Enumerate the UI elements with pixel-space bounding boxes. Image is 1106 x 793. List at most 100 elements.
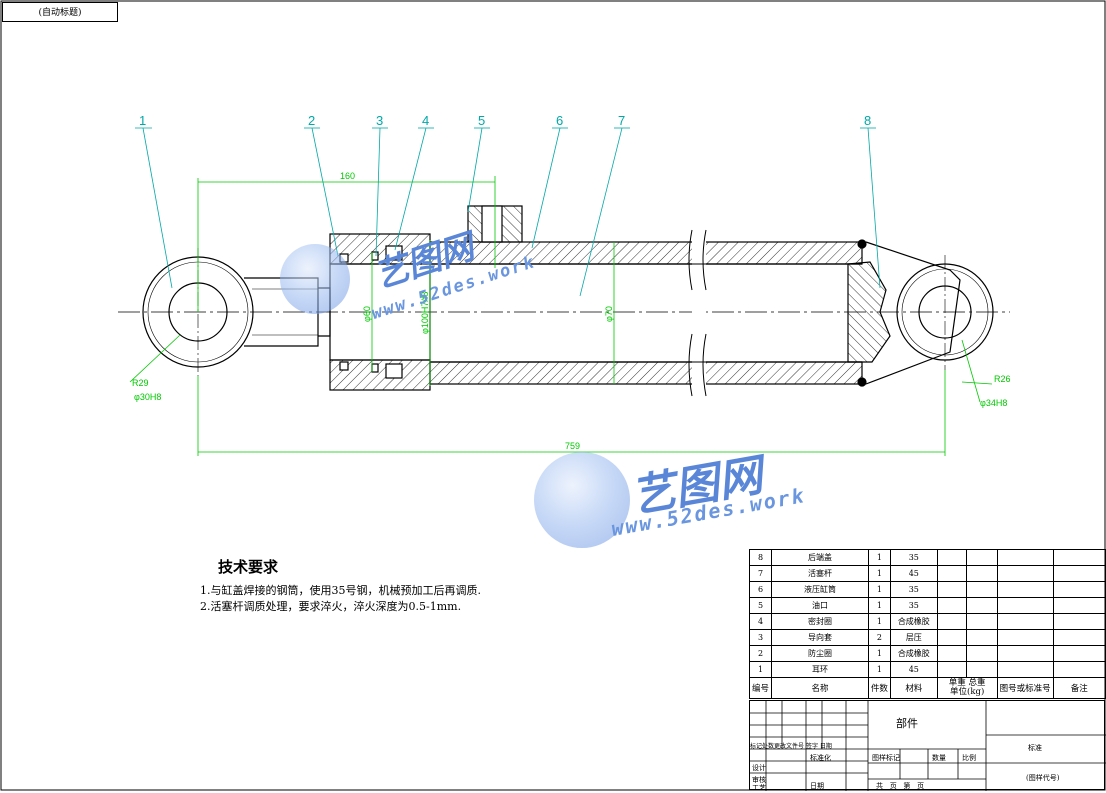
corner-label: (自动标题): [2, 2, 118, 22]
bom-cell-empty: [996, 549, 1054, 566]
bom-cell-empty: [1052, 549, 1106, 566]
bom-cell-name: 油口: [771, 597, 869, 614]
bom-cell-empty: [965, 581, 998, 598]
bom-cell-qty: 1: [867, 613, 891, 630]
bom-header-row: 编号 名称 件数 材料 单重 总重 单位(kg) 图号或标准号 备注: [748, 677, 1106, 699]
balloon-numbers: 1 2 3 4 5 6 7 8: [139, 113, 871, 128]
dimensions: [129, 176, 993, 456]
dim-bore-fit: φ100H7/f8: [420, 292, 430, 334]
balloon-6: 6: [556, 113, 563, 128]
bom-cell-empty: [965, 565, 998, 582]
bom-cell-qty: 1: [867, 597, 891, 614]
bom-h-name: 名称: [771, 677, 869, 699]
drawing-no: (图样代号): [1026, 774, 1060, 782]
bom-cell-empty: [936, 645, 967, 662]
balloon-7: 7: [618, 113, 625, 128]
bom-cell-empty: [936, 565, 967, 582]
title-block: 标记处数更改文件号 签字 日期 设计 审核 工艺 标准化 日期 部件 图样标记 …: [749, 700, 1106, 792]
balloon-4: 4: [422, 113, 429, 128]
dim-phi30: φ30H8: [134, 392, 161, 402]
bom-h-mat: 材料: [889, 677, 938, 699]
bom-cell-empty: [1052, 645, 1106, 662]
balloon-3: 3: [376, 113, 383, 128]
bom-cell-empty: [996, 613, 1054, 630]
dim-r29: R29: [132, 378, 149, 388]
bom-cell-empty: [996, 597, 1054, 614]
bom-cell-mat: 35: [889, 597, 938, 614]
bom-cell-empty: [936, 549, 967, 566]
bom-cell-empty: [1052, 661, 1106, 678]
bom-cell-empty: [936, 613, 967, 630]
bom-cell-empty: [936, 581, 967, 598]
bom-cell-no: 2: [748, 645, 773, 662]
bom-cell-empty: [996, 629, 1054, 646]
bom-cell-no: 5: [748, 597, 773, 614]
balloon-5: 5: [478, 113, 485, 128]
balloon-1: 1: [139, 113, 146, 128]
stage-label: 图样标记: [872, 754, 900, 762]
bom-cell-name: 后端盖: [771, 549, 869, 566]
tech-line-1: 1.与缸盖焊接的钢筒，使用35号钢，机械预加工后再调质.: [200, 584, 481, 597]
bom-cell-mat: 45: [889, 661, 938, 678]
bom-cell-empty: [996, 661, 1054, 678]
sheet-total: 共 页 第 页: [876, 782, 925, 790]
bom-cell-empty: [965, 629, 998, 646]
bom-cell-no: 4: [748, 613, 773, 630]
bom-cell-qty: 1: [867, 661, 891, 678]
bom-cell-no: 8: [748, 549, 773, 566]
bom-h-weight: 单重 总重 单位(kg): [936, 677, 998, 699]
role-design: 设计: [752, 764, 766, 772]
bom-cell-name: 耳环: [771, 661, 869, 678]
qty-label: 数量: [932, 754, 946, 762]
bom-cell-name: 密封圈: [771, 613, 869, 630]
bom-cell-empty: [936, 629, 967, 646]
bom-cell-empty: [996, 645, 1054, 662]
bom-cell-empty: [1052, 597, 1106, 614]
approve-label: 日期: [810, 782, 824, 790]
dim-r26: R26: [994, 374, 1011, 384]
company: 标准: [1028, 744, 1042, 752]
dim-759: 759: [565, 441, 580, 451]
bom-cell-empty: [1052, 613, 1106, 630]
bom-cell-empty: [965, 661, 998, 678]
bom-cell-empty: [996, 565, 1054, 582]
bom-cell-empty: [936, 661, 967, 678]
bom-cell-mat: 35: [889, 549, 938, 566]
bom-cell-name: 液压缸筒: [771, 581, 869, 598]
part-label: 部件: [896, 717, 918, 730]
dim-phi34: φ34H8: [980, 398, 1007, 408]
bom-cell-empty: [1052, 565, 1106, 582]
rev-columns: 标记处数更改文件号 签字 日期: [750, 743, 832, 750]
bom-cell-empty: [965, 613, 998, 630]
bom-h-remark: 备注: [1052, 677, 1106, 699]
bom-cell-empty: [1052, 581, 1106, 598]
dimension-texts: 160 759 R29 φ30H8 R26 φ34H8 φ60 φ100H7/f…: [132, 171, 1011, 451]
bom-cell-name: 导向套: [771, 629, 869, 646]
bom-cell-empty: [965, 549, 998, 566]
bom-cell-mat: 45: [889, 565, 938, 582]
bom-h-no: 编号: [748, 677, 773, 699]
std-label: 标准化: [810, 754, 831, 762]
bom-cell-mat: 合成橡胶: [889, 645, 938, 662]
bom-cell-qty: 1: [867, 565, 891, 582]
title-block-grid: [750, 701, 1106, 791]
role-review: 审核: [752, 776, 766, 784]
rear-end-cap: [847, 241, 961, 385]
bom-cell-no: 6: [748, 581, 773, 598]
bom-cell-name: 防尘圈: [771, 645, 869, 662]
bom-cell-qty: 1: [867, 645, 891, 662]
right-eye: [896, 255, 994, 370]
bom-cell-empty: [1052, 629, 1106, 646]
piston-rod: [430, 263, 849, 363]
scale-label: 比例: [962, 754, 976, 762]
bom-cell-no: 1: [748, 661, 773, 678]
